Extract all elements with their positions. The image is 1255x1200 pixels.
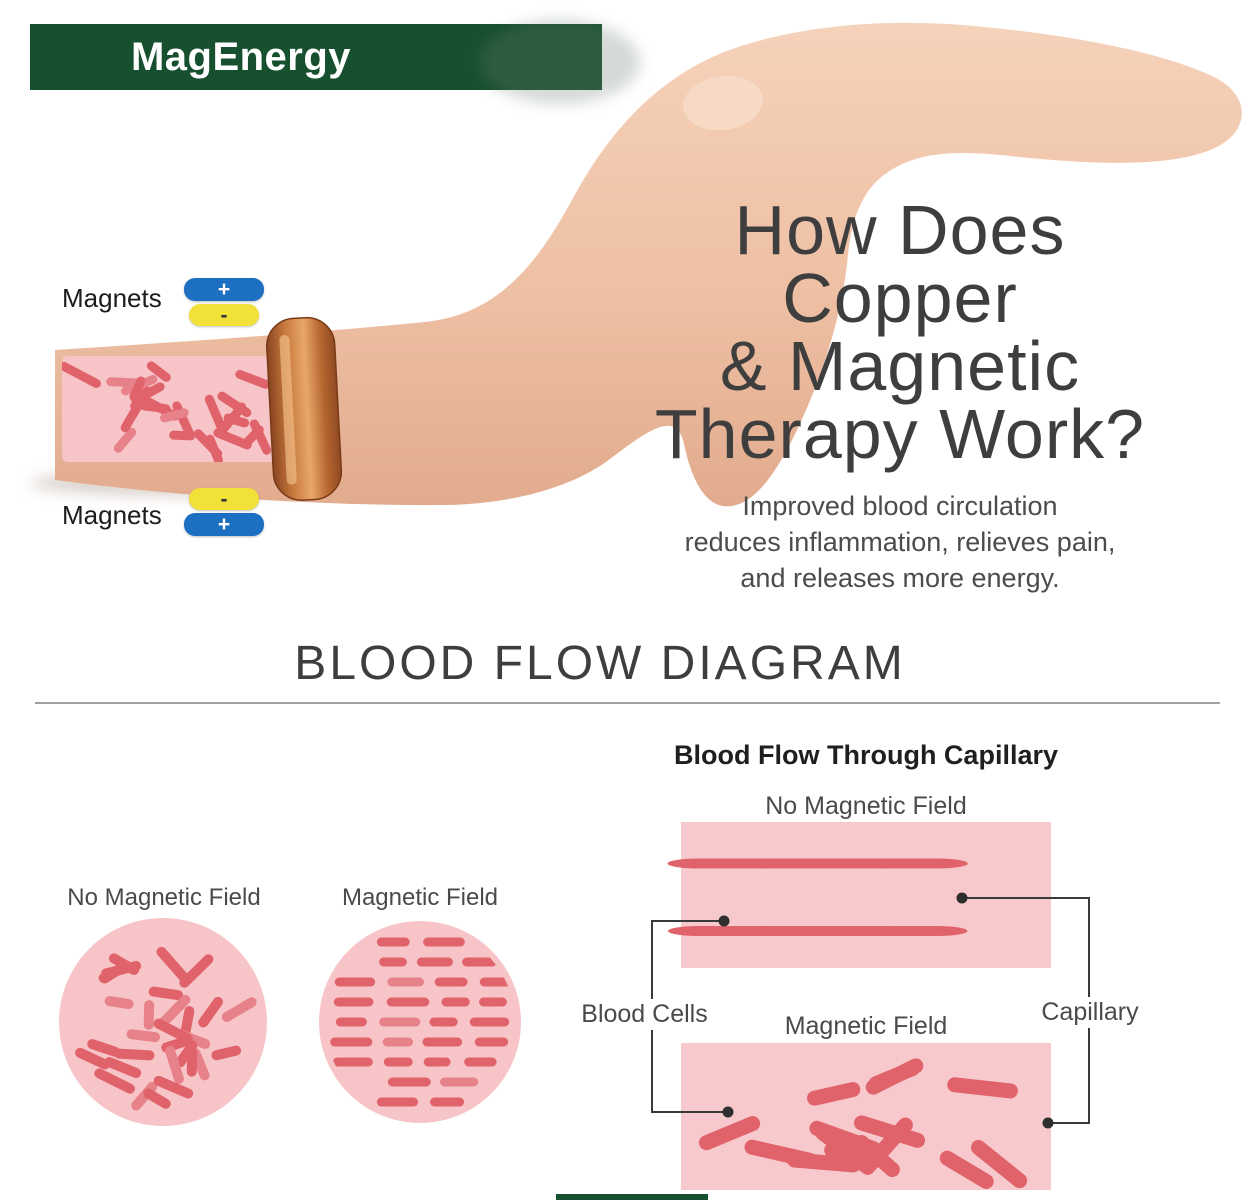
circle-label-field: Magnetic Field [341,884,499,911]
capillary-right-label: Capillary [1005,997,1175,1028]
brand-logo-text: MagEnergy [130,34,352,79]
scattered-blood-cells [698,1058,1028,1189]
bottom-banner-sliver [556,1194,708,1200]
circle-label-no-field: No Magnetic Field [67,884,261,911]
capillary-top-label: No Magnetic Field [765,792,967,820]
connector-dots [718,892,1054,1129]
sub-headline: Improved blood circulation reduces infla… [600,488,1200,596]
packed-blood-cells [667,858,968,936]
headline-line-1: How Does [734,191,1066,269]
subheadline-line-1: Improved blood circulation [742,491,1058,521]
plus-sign: + [217,278,231,301]
capillary-left-label: Blood Cells [552,999,737,1030]
subheadline-line-2: reduces inflammation, relieves pain, [684,527,1116,557]
copper-bracelet [266,316,343,501]
minus-sign: - [220,303,228,327]
section-divider [35,702,1220,704]
magnets-label-bottom: Magnets [62,500,162,530]
hand-illustration [55,22,1242,507]
plus-sign: + [217,513,231,536]
aligned-blood-cells [330,937,514,1107]
headline-line-4: Therapy Work? [654,395,1146,473]
magnet-bar-top-plus: + [184,278,264,301]
headline-line-2: Copper [782,259,1018,337]
hand-shadow-on-banner [480,20,640,104]
capillary-title: Blood Flow Through Capillary [674,740,1058,770]
minus-sign: - [220,487,228,511]
capillary-no-field-rect [681,822,1051,968]
capillary-label: Capillary [1034,997,1146,1028]
blood-vessel-cutaway [62,356,288,462]
magnet-bar-bottom-minus: - [189,488,259,510]
blood-cells-label: Blood Cells [574,999,715,1030]
section-title: BLOOD FLOW DIAGRAM [294,637,906,690]
random-blood-cells [75,946,257,1111]
magnets-label-top: Magnets [62,283,162,313]
main-headline: How Does Copper & Magnetic Therapy Work? [610,191,1190,473]
thumbnail-highlight [683,75,763,131]
magnet-bar-top-minus: - [189,304,259,326]
headline-line-3: & Magnetic [719,327,1081,405]
magnet-bar-bottom-plus: + [184,513,264,536]
subheadline-line-3: and releases more energy. [740,563,1060,593]
capillary-bottom-label: Magnetic Field [784,1012,948,1040]
